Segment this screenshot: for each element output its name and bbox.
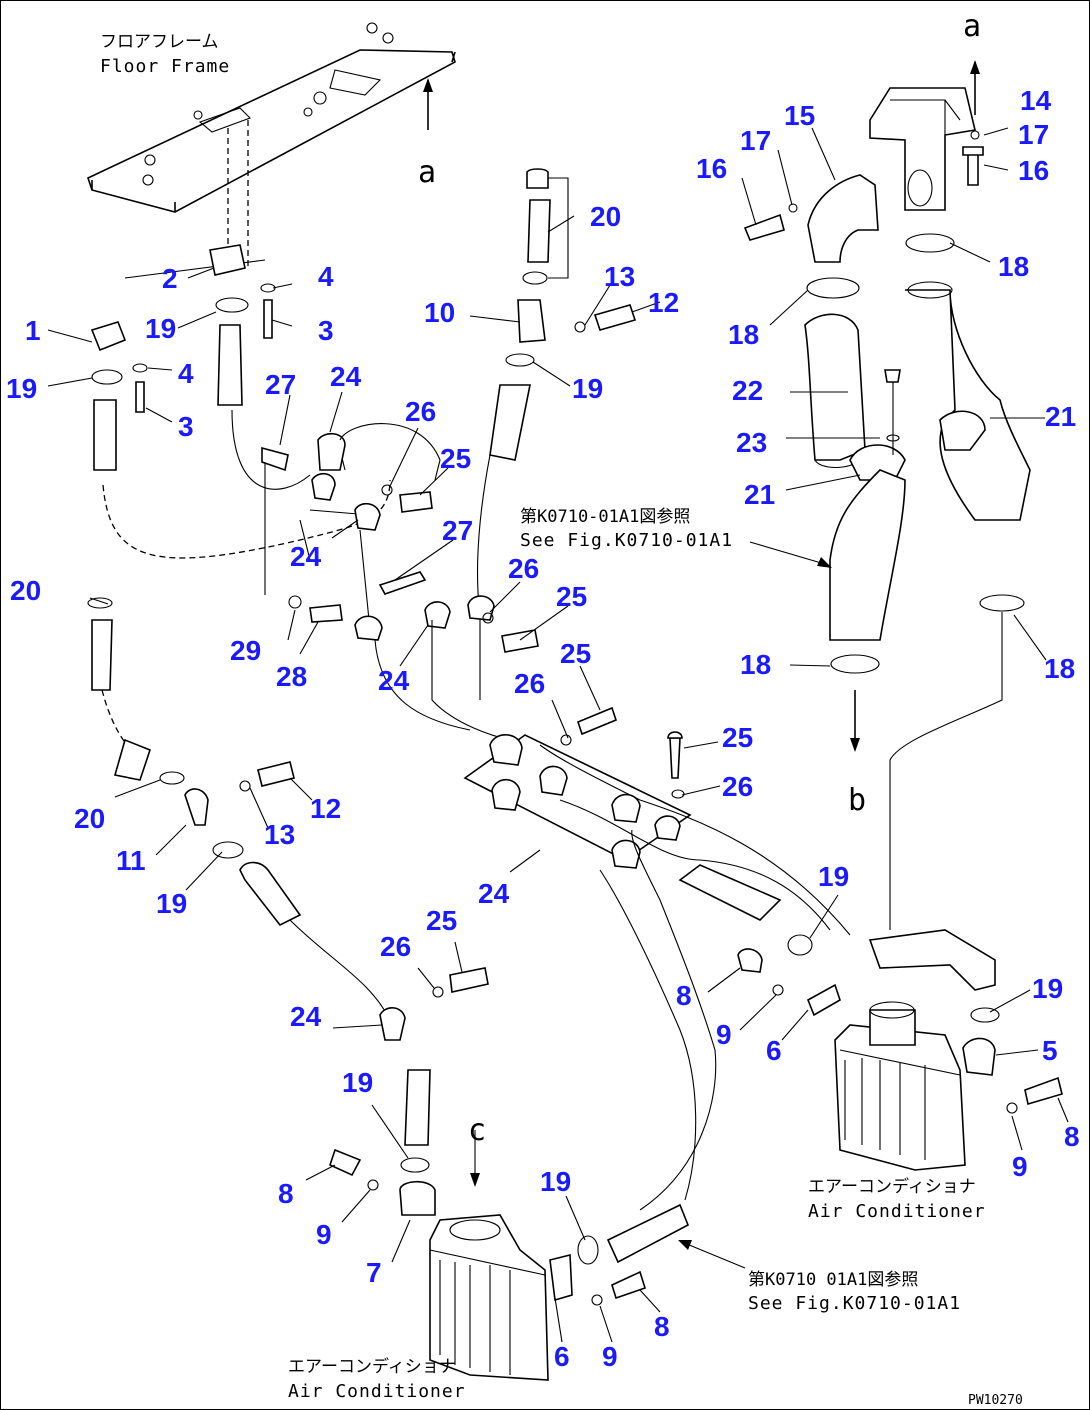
callout-7: 7 (366, 1257, 382, 1288)
callout-22: 22 (732, 375, 763, 406)
callout-29: 29 (230, 635, 261, 666)
callout-23: 23 (736, 427, 767, 458)
callout-26: 26 (405, 396, 436, 427)
callout-12: 12 (310, 793, 341, 824)
aircon-right-label-en: Air Conditioner (808, 1201, 986, 1222)
callout-26: 26 (508, 553, 539, 584)
callout-25: 25 (426, 905, 457, 936)
callout-10: 10 (424, 297, 455, 328)
see-fig-2-en: See Fig.K0710-01A1 (748, 1293, 961, 1314)
callout-19: 19 (342, 1067, 373, 1098)
callout-24: 24 (378, 665, 410, 696)
callout-11: 11 (116, 845, 146, 876)
floor-frame-label-jp: フロアフレーム (100, 32, 219, 52)
callout-16: 16 (696, 153, 727, 184)
callout-19: 19 (156, 888, 187, 919)
callout-28: 28 (276, 661, 307, 692)
callout-9: 9 (1012, 1151, 1028, 1182)
callout-25: 25 (440, 443, 471, 474)
callout-25: 25 (556, 581, 587, 612)
callout-3: 3 (318, 315, 334, 346)
callout-27: 27 (442, 515, 473, 546)
callout-9: 9 (316, 1219, 332, 1250)
floor-frame-label-en: Floor Frame (100, 56, 230, 77)
callout-24: 24 (330, 361, 362, 392)
callout-24: 24 (290, 541, 322, 572)
floor-frame: フロアフレーム Floor Frame a (87, 22, 456, 279)
see-fig-notes: 第K0710-01A1図参照 See Fig.K0710-01A1 第K0710… (288, 507, 1023, 1408)
callout-6: 6 (554, 1341, 570, 1372)
see-fig-2-jp: 第K0710 01A1図参照 (748, 1270, 918, 1290)
right-upper-duct: a b (743, 9, 1031, 930)
center-duct (476, 168, 637, 621)
aircon-left-label-jp: エアーコンディショナ (288, 1356, 456, 1377)
callout-19: 19 (145, 313, 176, 344)
ref-a-right: a (963, 9, 981, 44)
callout-6: 6 (766, 1035, 782, 1066)
callout-24: 24 (290, 1001, 322, 1032)
callout-18: 18 (998, 251, 1029, 282)
callout-4: 4 (318, 261, 334, 292)
aircon-right-label-jp: エアーコンディショナ (808, 1176, 976, 1197)
callout-8: 8 (676, 980, 692, 1011)
leader-lines (47, 99, 1069, 1343)
aircon-left-label-en: Air Conditioner (288, 1381, 466, 1402)
callout-20: 20 (74, 803, 105, 834)
clamp-cluster (261, 423, 541, 746)
callout-9: 9 (716, 1019, 732, 1050)
see-fig-1-en: See Fig.K0710-01A1 (520, 530, 733, 551)
callout-27: 27 (265, 369, 296, 400)
ref-a-top: a (418, 155, 436, 190)
callout-19: 19 (818, 861, 849, 892)
callout-19: 19 (572, 373, 603, 404)
callout-13: 13 (604, 261, 635, 292)
left-lower-pipe (87, 597, 391, 1021)
callout-5: 5 (1042, 1035, 1058, 1066)
callout-24: 24 (478, 878, 510, 909)
upper-left-fittings (90, 244, 391, 559)
lower-center: c (329, 829, 717, 1381)
right-aircon: エアーコンディショナ Air Conditioner (737, 929, 1063, 1222)
callout-13: 13 (264, 819, 295, 850)
drawing-code: PW10270 (968, 1393, 1023, 1408)
callout-18: 18 (1044, 653, 1075, 684)
callout-19: 19 (540, 1166, 571, 1197)
see-fig-1-jp: 第K0710-01A1図参照 (520, 507, 690, 527)
callout-2: 2 (162, 263, 178, 294)
callout-26: 26 (380, 931, 411, 962)
callout-20: 20 (590, 201, 621, 232)
callout-3: 3 (178, 411, 194, 442)
callout-26: 26 (722, 771, 753, 802)
callout-25: 25 (722, 722, 753, 753)
callout-1: 1 (25, 315, 41, 346)
callout-8: 8 (278, 1178, 294, 1209)
callout-21: 21 (744, 479, 775, 510)
callout-25: 25 (560, 638, 591, 669)
callout-4: 4 (178, 358, 194, 389)
callout-19: 19 (1032, 973, 1063, 1004)
callout-9: 9 (602, 1341, 618, 1372)
callout-26: 26 (514, 668, 545, 699)
callout-21: 21 (1045, 401, 1076, 432)
callout-18: 18 (740, 649, 771, 680)
callout-19: 19 (6, 373, 37, 404)
callout-8: 8 (1064, 1121, 1080, 1152)
callout-numbers: 1 2 3 3 4 4 5 6 6 7 8 8 8 8 9 9 9 9 10 1… (6, 85, 1080, 1372)
callout-14: 14 (1020, 85, 1052, 116)
callout-16: 16 (1018, 155, 1049, 186)
callout-15: 15 (784, 100, 815, 131)
callout-17: 17 (740, 125, 771, 156)
callout-18: 18 (728, 319, 759, 350)
ref-c: c (468, 1113, 486, 1148)
callout-12: 12 (648, 287, 679, 318)
ref-b: b (848, 783, 866, 818)
callout-20: 20 (10, 575, 41, 606)
callout-17: 17 (1018, 119, 1049, 150)
callout-8: 8 (654, 1311, 670, 1342)
long-bracket (463, 706, 851, 936)
